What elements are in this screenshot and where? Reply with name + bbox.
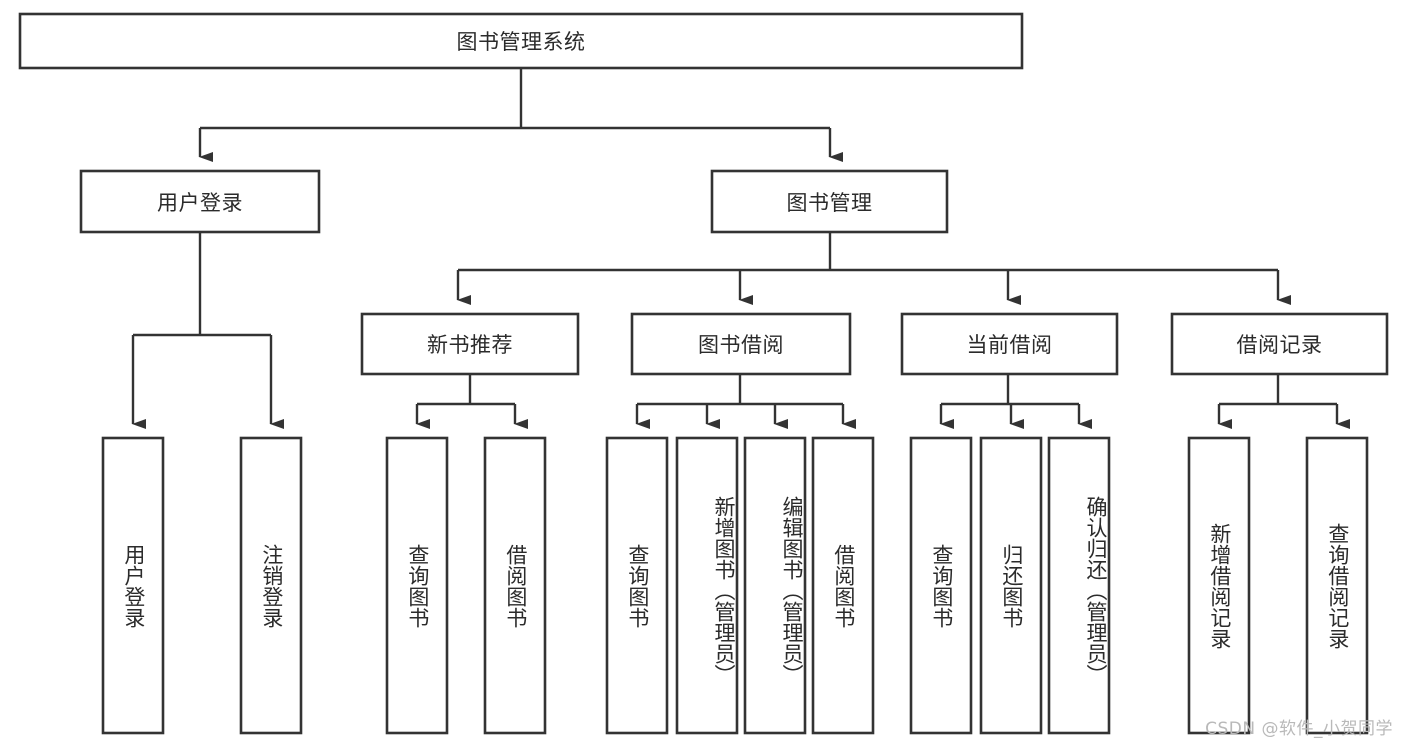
box-leaf-add-record bbox=[1187, 436, 1251, 735]
box-leaf-add-book bbox=[675, 436, 739, 735]
csdn-watermark: CSDN @软件_小贺同学 bbox=[1205, 719, 1393, 739]
connector-new-book-recommend-to-leaves bbox=[415, 374, 528, 429]
connector-user-login-to-leaves bbox=[131, 232, 284, 429]
box-leaf-confirm-return bbox=[1047, 436, 1111, 735]
box-leaf-edit-book bbox=[743, 436, 807, 735]
box-borrow-record bbox=[1170, 312, 1389, 376]
box-leaf-query-book-cur bbox=[909, 436, 973, 735]
box-leaf-borrow-book bbox=[811, 436, 875, 735]
box-book-borrow bbox=[630, 312, 852, 376]
box-leaf-borrow-book-rec bbox=[483, 436, 547, 735]
box-leaf-query-book-rec bbox=[385, 436, 449, 735]
connector-book-manage-to-level2 bbox=[456, 232, 1291, 305]
connector-borrow-record-to-leaves bbox=[1217, 374, 1350, 429]
box-leaf-user-logout bbox=[239, 436, 303, 735]
connector-book-borrow-to-leaves bbox=[635, 374, 856, 429]
box-leaf-query-book-bor bbox=[605, 436, 669, 735]
box-leaf-user-login bbox=[101, 436, 165, 735]
box-book-manage bbox=[710, 169, 949, 234]
box-current-borrow bbox=[900, 312, 1119, 376]
box-root bbox=[18, 12, 1024, 70]
box-leaf-return-book bbox=[979, 436, 1043, 735]
connector-root-to-level1 bbox=[198, 68, 843, 162]
connector-current-borrow-to-leaves bbox=[939, 374, 1092, 429]
box-new-book-recommend bbox=[360, 312, 580, 376]
box-user-login bbox=[79, 169, 321, 234]
box-leaf-query-record bbox=[1305, 436, 1369, 735]
